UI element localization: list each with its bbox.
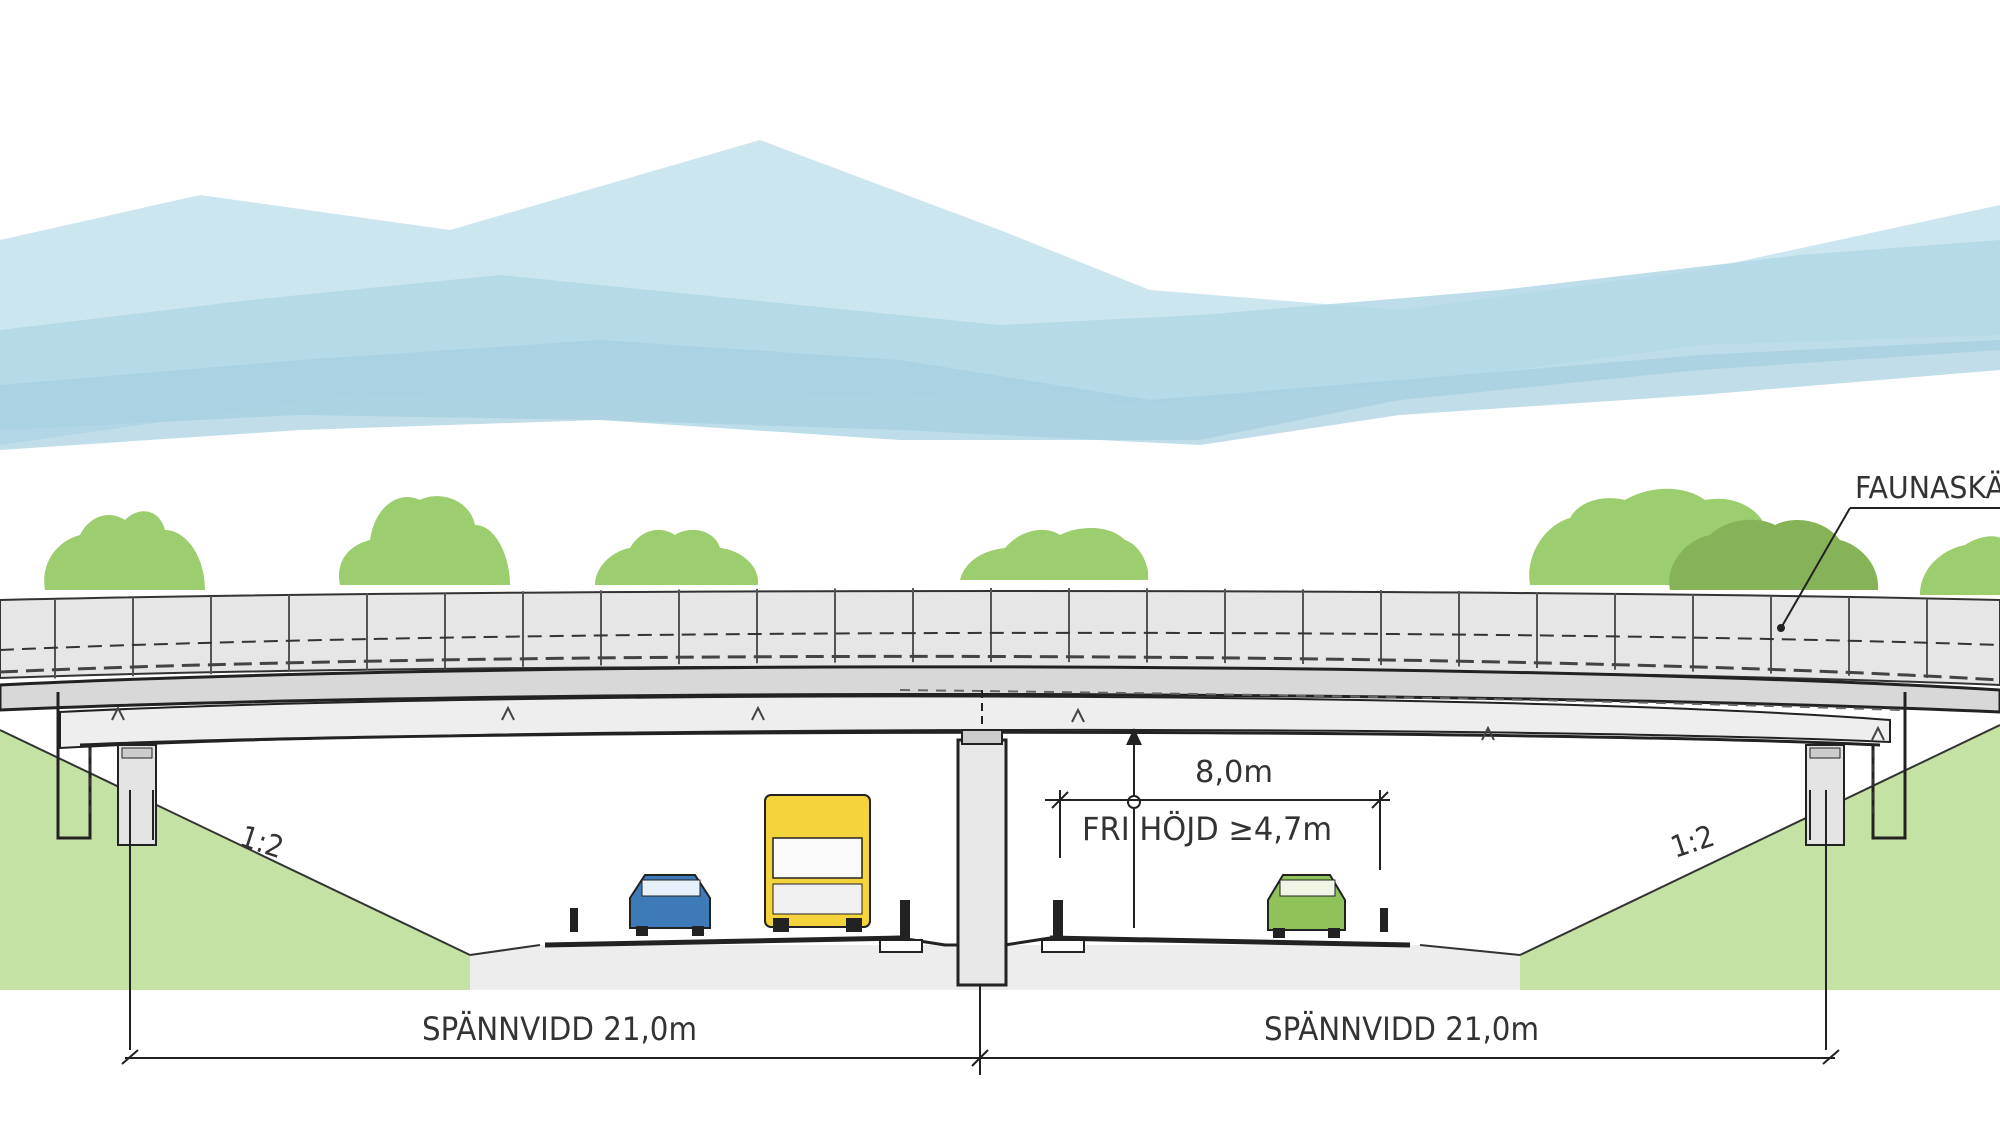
slope-right [1420, 725, 2000, 990]
clearance-dimension [1045, 728, 1390, 928]
tree [1669, 519, 1879, 590]
tree [44, 511, 205, 590]
bridge-deck [0, 654, 2000, 750]
tree [1920, 536, 2000, 595]
span-label-left: SPÄNNVIDD 21,0m [422, 1010, 697, 1048]
fauna-screen [0, 588, 2000, 687]
width-label: 8,0m [1195, 755, 1273, 790]
tree [595, 529, 759, 585]
fauna-leader [1777, 507, 2000, 632]
car-icon [1267, 874, 1346, 938]
fauna-screen-label: FAUNASKÄ [1855, 470, 2000, 506]
slope-label-right: 1:2 [1667, 819, 1719, 866]
barriers [570, 900, 1388, 953]
bus-icon [764, 794, 871, 932]
span-dimension [121, 985, 1840, 1075]
tree-group [44, 488, 2000, 595]
span-label-right: SPÄNNVIDD 21,0m [1264, 1010, 1539, 1048]
abutment-left [56, 692, 157, 1050]
abutment-right [1805, 692, 1907, 1050]
sky-background [0, 140, 2000, 450]
tree [960, 528, 1149, 580]
car-icon [629, 874, 711, 936]
clearance-label: FRI HÖJD ≥4,7m [1082, 810, 1332, 848]
tree [339, 496, 510, 585]
central-pier [956, 690, 1008, 987]
